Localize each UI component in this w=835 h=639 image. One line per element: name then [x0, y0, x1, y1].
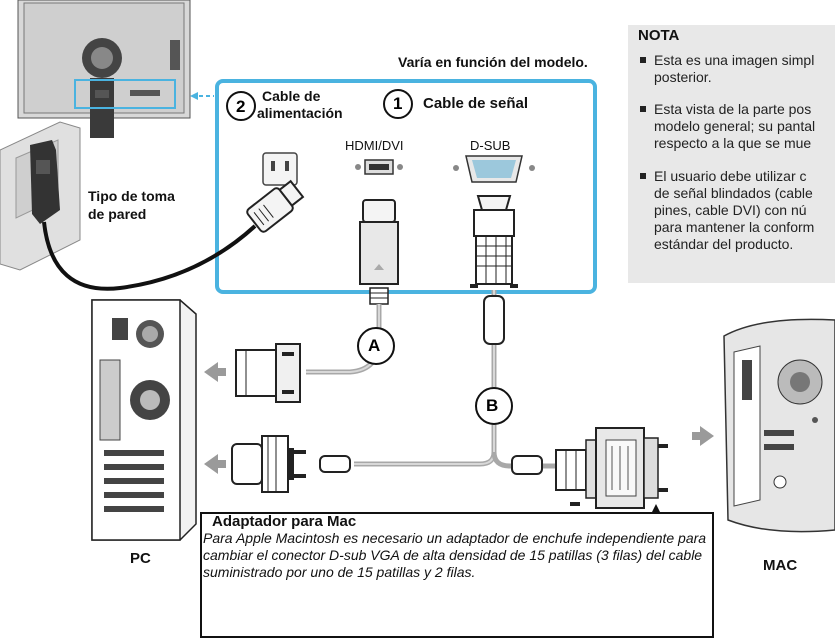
marker-b-circle — [475, 387, 513, 425]
signal-number: 1 — [393, 94, 403, 113]
mac-tower-icon — [723, 318, 835, 533]
dsub-plug-pc — [231, 435, 351, 493]
signal-cable-label: Cable de señal — [423, 95, 529, 112]
pc-label: PC — [130, 550, 151, 567]
nota-item-3: El usuario debe utilizar c de señal blin… — [640, 168, 835, 253]
adapter-description: Para Apple Macintosh es necesario un ada… — [203, 530, 707, 580]
nota-panel — [628, 25, 835, 283]
nota-item-2-line2: modelo general; su pantal — [654, 118, 816, 134]
nota-item-3-line3: pines, cable DVI) con nú — [654, 202, 807, 218]
dsub-plug-icon — [470, 195, 518, 288]
arrow-to-pc-dsub — [204, 454, 226, 474]
wall-outlet-icon — [0, 121, 81, 271]
mac-adapter-icon — [511, 427, 668, 509]
marker-b-label: B — [486, 396, 499, 415]
nota-item-2: Esta vista de la parte pos modelo genera… — [640, 101, 835, 152]
outlet-label-line2: de pared — [88, 206, 147, 222]
signal-number-circle — [383, 89, 413, 119]
pc-tower-icon — [91, 299, 197, 541]
dvi-plug-pc — [235, 343, 301, 403]
nota-item-1-line2: posterior. — [654, 69, 712, 85]
mac-label: MAC — [763, 557, 798, 574]
nota-item-2-line3: respecto a la que se mue — [654, 135, 812, 151]
adapter-title: Adaptador para Mac — [212, 513, 357, 530]
hdmi-port-icon — [355, 159, 403, 175]
hdmi-dvi-label: HDMI/DVI — [345, 138, 404, 153]
arrow-to-pc-dvi — [204, 362, 226, 382]
nota-item-3-line4: para mantener la conform — [654, 219, 815, 235]
cable-b — [354, 290, 497, 467]
marker-a-label: A — [368, 336, 381, 355]
model-variation-note: Varía en función del modelo. — [398, 54, 588, 70]
power-cable-label-line1: Cable de — [262, 88, 321, 104]
power-cable — [42, 221, 257, 291]
nota-title: NOTA — [638, 27, 680, 44]
bullet-icon — [640, 106, 646, 112]
monitor-rear-thumbnail — [17, 0, 191, 138]
power-cable-label-line2: alimentación — [257, 105, 343, 121]
power-number: 2 — [236, 97, 246, 116]
power-socket-icon — [262, 152, 298, 186]
arrow-to-mac — [692, 426, 714, 446]
dsub-port-icon — [453, 155, 535, 183]
leader-arrowhead — [190, 92, 198, 100]
marker-a-circle — [357, 327, 395, 365]
nota-item-3-line5: estándar del producto. — [654, 236, 794, 252]
bullet-icon — [640, 173, 646, 179]
nota-item-1: Esta es una imagen simpl posterior. — [640, 52, 835, 86]
outlet-label-line1: Tipo de toma — [88, 188, 175, 204]
nota-item-3-line2: de señal blindados (cable — [654, 185, 813, 201]
adapter-callout-box — [200, 512, 714, 638]
power-number-circle — [226, 91, 256, 121]
power-plug-icon — [246, 179, 305, 233]
nota-item-1-line1: Esta es una imagen simpl — [654, 52, 815, 68]
nota-item-2-line1: Esta vista de la parte pos — [654, 101, 812, 117]
hdmi-plug-icon — [359, 199, 399, 305]
bullet-icon — [640, 57, 646, 63]
ferrite-core-b — [483, 295, 505, 345]
dsub-label: D-SUB — [470, 138, 511, 153]
nota-item-3-line1: El usuario debe utilizar c — [654, 168, 807, 184]
